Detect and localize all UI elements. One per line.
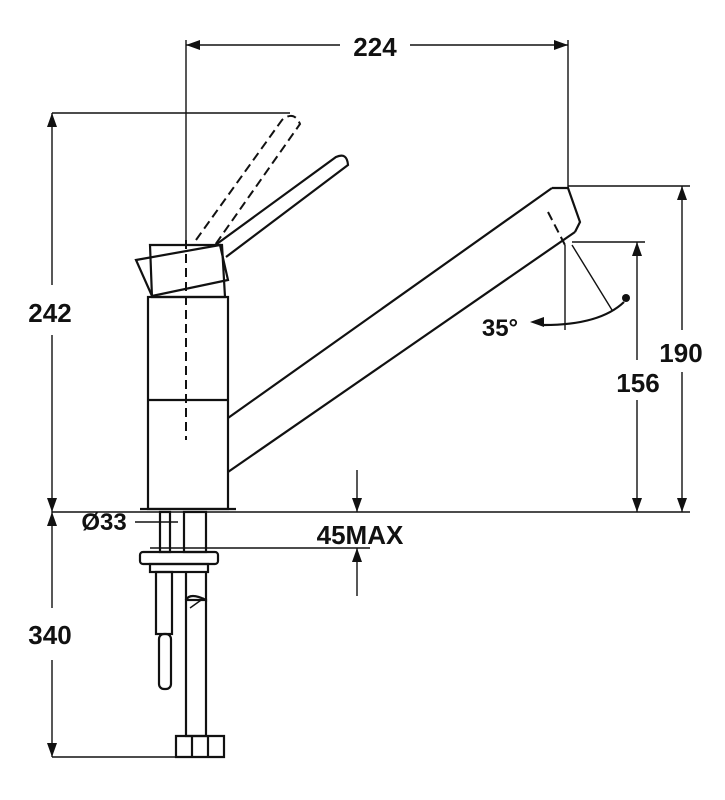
spout-height-label: 190: [659, 338, 702, 368]
outlet-height-label: 156: [616, 368, 659, 398]
mounting-fittings: [138, 510, 226, 759]
lever-handle: [195, 114, 350, 258]
hose-length-label: 340: [28, 620, 71, 650]
swivel-angle-label: 35°: [482, 315, 518, 342]
dimension-labels: 224 242 190 156 35° Ø33 45MAX 340: [28, 32, 702, 650]
total-height-label: 242: [28, 298, 71, 328]
base-diameter-label: Ø33: [81, 509, 126, 536]
dimension-lines: [51, 40, 690, 758]
spout-reach-label: 224: [353, 32, 397, 62]
deck-thickness-label: 45MAX: [317, 520, 404, 550]
spout: [227, 186, 630, 473]
faucet-body: [134, 240, 236, 511]
dimension-arrows: [47, 40, 687, 757]
